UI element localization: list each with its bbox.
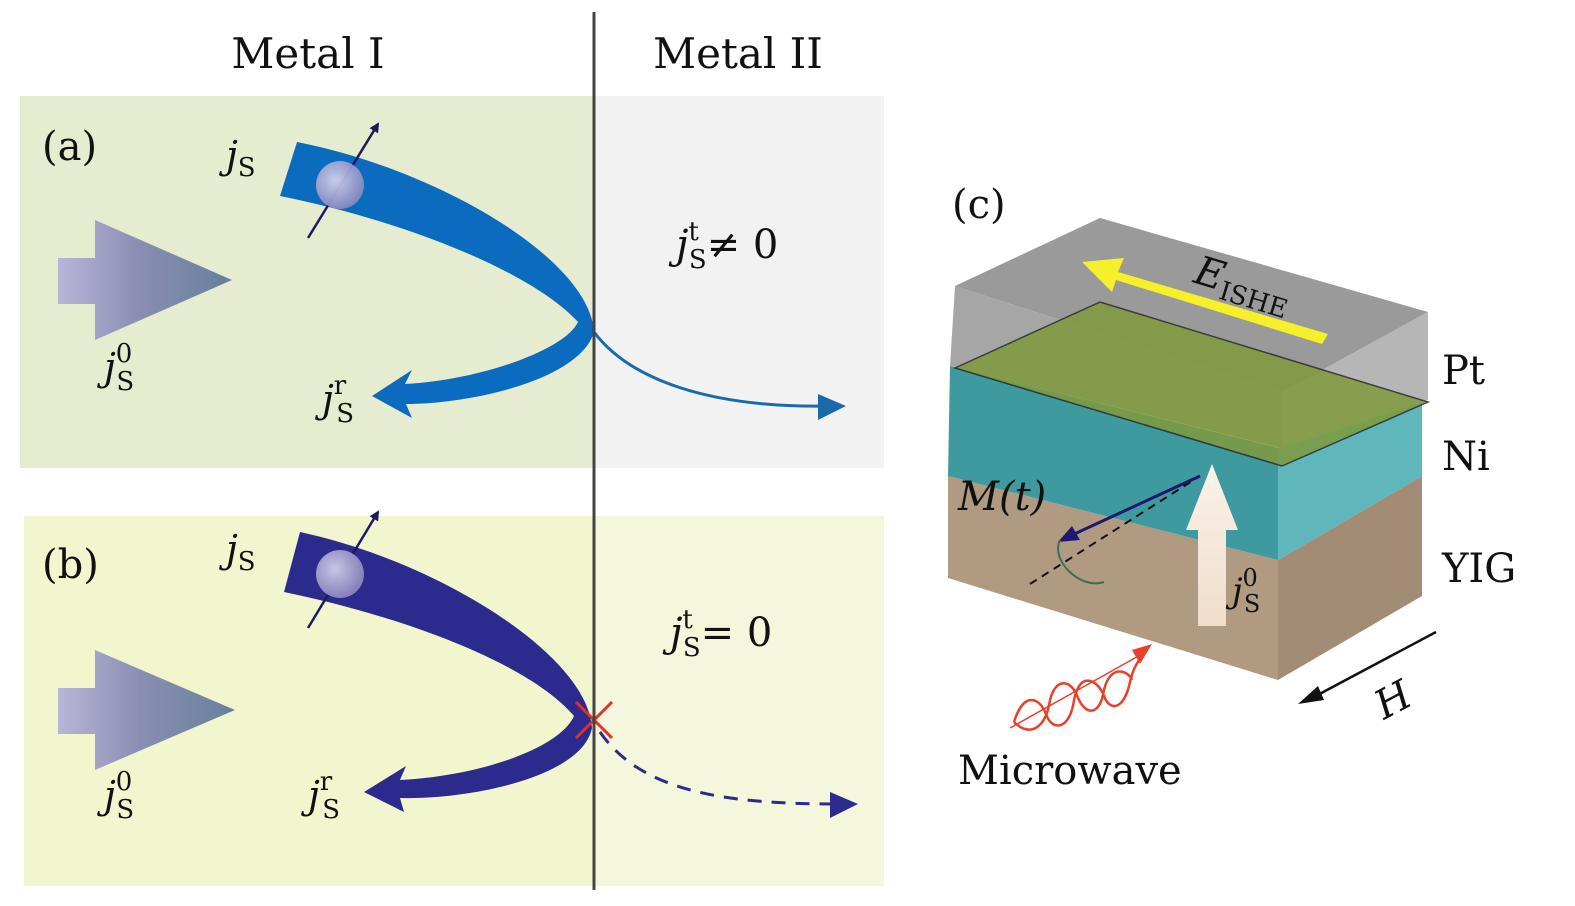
e-ishe-arrow <box>1082 258 1328 344</box>
pt-top-face <box>955 218 1428 392</box>
panel-a-transmitted-arrowhead <box>818 394 846 420</box>
magnetization-vector <box>1069 474 1201 538</box>
panel-a-electron-ball <box>316 161 364 209</box>
microwave-wave <box>1009 644 1152 731</box>
wave-strand-a <box>1012 649 1148 727</box>
precession-axis <box>1029 475 1201 585</box>
h-field-label: H <box>1366 671 1420 729</box>
panel-b-blocked-arrowhead <box>830 792 858 818</box>
panel-b-electron-ball <box>316 550 364 598</box>
panel-b-incident-arrow <box>58 650 235 770</box>
panel-a-incident-arrow <box>58 220 232 340</box>
panel-b-tag: (b) <box>42 542 99 588</box>
magnetization-arrowhead <box>1058 526 1080 542</box>
h-field-arrowhead <box>1298 686 1324 704</box>
layer-label-yig: YIG <box>1441 546 1516 592</box>
panel-b-spin-stream <box>284 532 592 812</box>
layer-label-ni: Ni <box>1442 434 1490 480</box>
wave-strand-b <box>1013 670 1134 731</box>
wave-arrowhead <box>1132 644 1152 664</box>
metal-two-header: Metal II <box>653 29 823 78</box>
wave-axis <box>1009 653 1143 729</box>
panel-b-metal-two-bg <box>595 516 884 886</box>
microwave-label: Microwave <box>958 748 1182 794</box>
pumped-current-arrow <box>1186 464 1238 626</box>
panel-b-blocked-line <box>598 731 837 806</box>
magnetization-label: M(t) <box>957 474 1046 520</box>
panel-a-transmitted-line <box>592 331 829 408</box>
panel-a-metal-two-bg <box>595 96 884 468</box>
yig-side-face <box>1278 476 1422 680</box>
yig-front-face <box>948 476 1278 680</box>
interface-film <box>952 301 1431 467</box>
layer-label-pt: Pt <box>1442 348 1485 394</box>
panel-a-tag: (a) <box>42 124 97 170</box>
metal-one-header: Metal I <box>231 29 384 78</box>
panel-c-tag: (c) <box>952 182 1006 228</box>
precession-arc <box>1057 539 1105 585</box>
panel-a-spin-stream <box>280 142 594 418</box>
h-field-line <box>1311 630 1437 700</box>
